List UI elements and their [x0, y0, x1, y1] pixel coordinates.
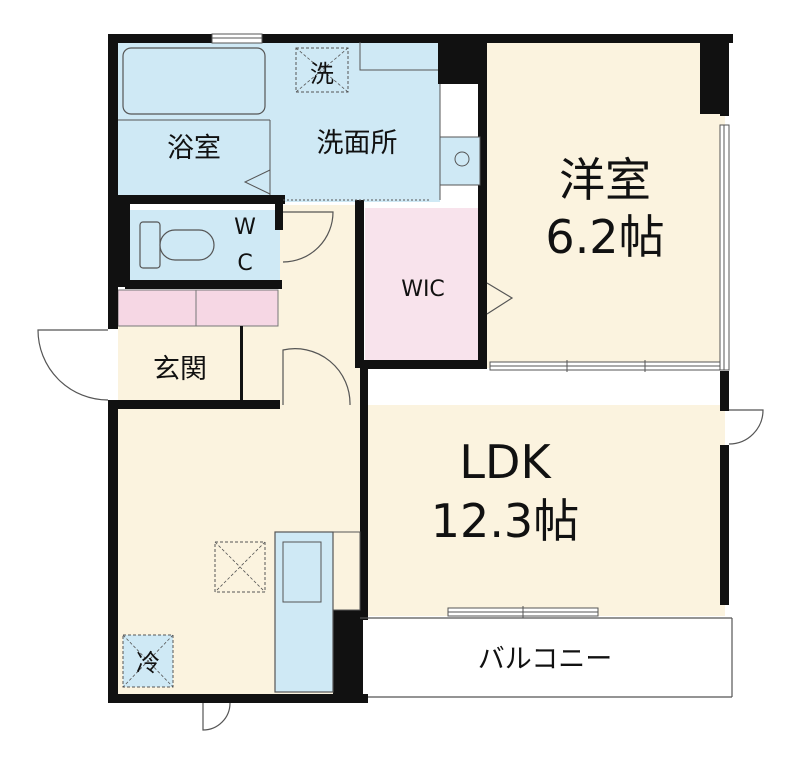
outer-walls [108, 34, 733, 703]
wc-label-w: W [234, 215, 256, 240]
wc-label-c: C [237, 251, 252, 276]
bathtub [122, 47, 266, 115]
ldk-name: LDK [459, 435, 552, 489]
wic-label: WIC [401, 277, 445, 302]
sink-icon [282, 541, 322, 603]
western-room-size: 6.2帖 [545, 210, 664, 264]
balcony-outline [360, 617, 733, 698]
bath-door-icon [243, 169, 271, 195]
washer-label: 洗 [310, 60, 334, 88]
balcony-label: バルコニー [478, 644, 612, 675]
range-hood-icon [214, 541, 266, 593]
fridge-label: 冷 [136, 649, 160, 677]
doors [37, 211, 764, 731]
balcony-floor [360, 616, 730, 695]
western-room-name: 洋室 [559, 153, 651, 207]
wic-floor [365, 208, 483, 364]
shoe-shelf [117, 289, 279, 327]
windows [211, 33, 730, 618]
western-room-floor [487, 42, 725, 368]
interior-walls [108, 42, 487, 620]
ldk-size: 12.3帖 [431, 494, 579, 548]
washroom-label: 洗面所 [317, 128, 398, 159]
hall-floor [280, 205, 360, 405]
entrance-label: 玄関 [153, 354, 207, 385]
toilet-icon [139, 221, 215, 269]
wash-basin [439, 136, 481, 186]
bath-label: 浴室 [167, 133, 221, 164]
